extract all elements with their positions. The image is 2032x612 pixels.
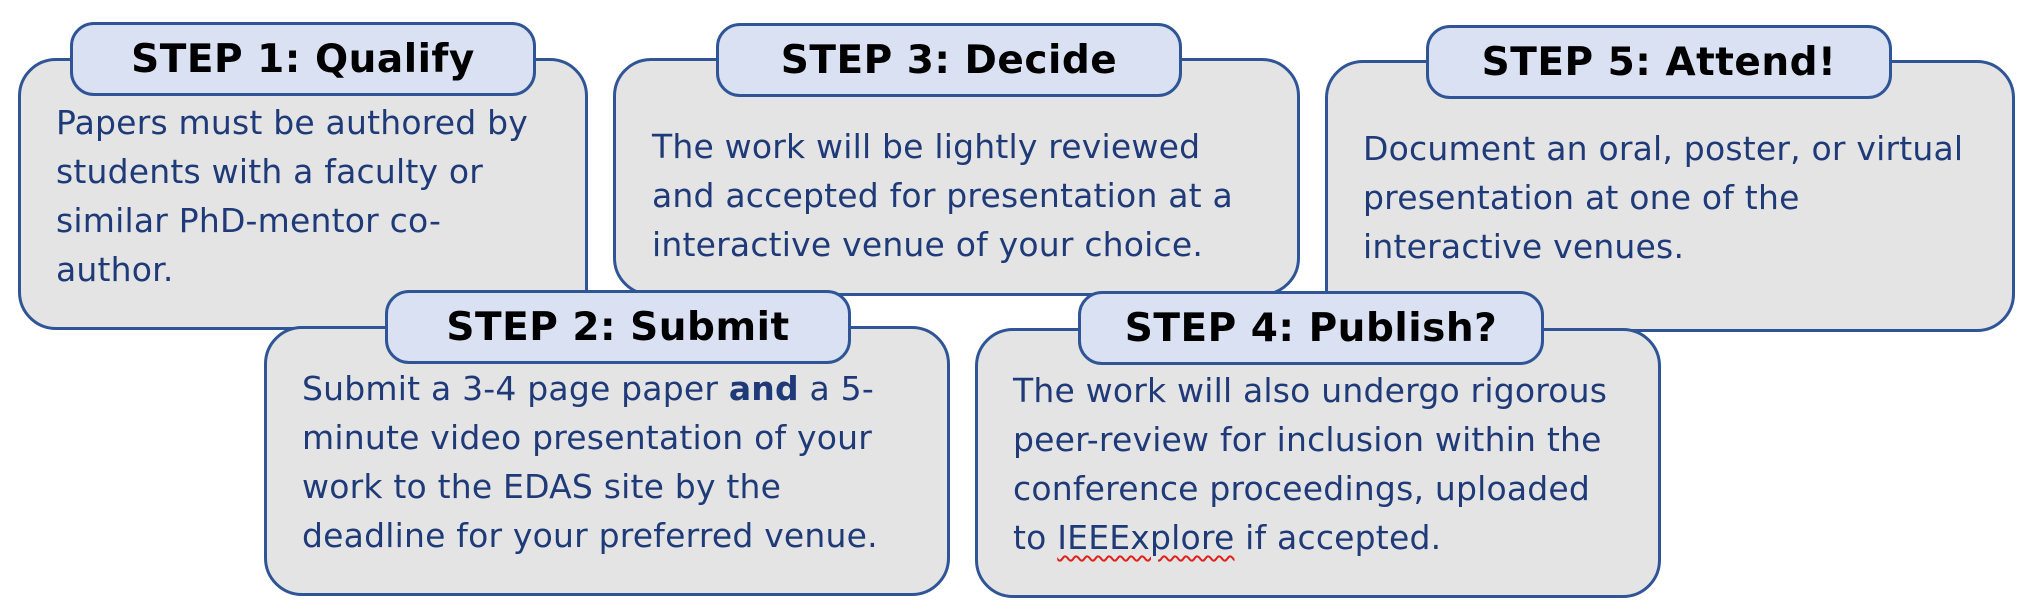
step2-card (264, 326, 950, 596)
step4-line4-pre: to (1013, 518, 1058, 557)
step2-description: Submit a 3-4 page paper and a 5- minute … (302, 364, 878, 560)
step1-line: students with a faculty or (56, 152, 484, 191)
step2-line: minute video presentation of your (302, 418, 872, 457)
ieeexplore-text: IEEExplore (1057, 518, 1235, 557)
step3-card (613, 58, 1300, 296)
step1-line: Papers must be authored by (56, 103, 529, 142)
step4-line4-post: if accepted. (1234, 518, 1442, 557)
step3-line: and accepted for presentation at a (652, 176, 1233, 215)
step5-title: STEP 5: Attend! (1426, 25, 1892, 99)
step4-line: conference proceedings, uploaded (1013, 469, 1591, 508)
step3-line: The work will be lightly reviewed (652, 127, 1201, 166)
step4-line: The work will also undergo rigorous (1013, 371, 1608, 410)
step2-line1-bold: and (728, 369, 799, 408)
step2-line: deadline for your preferred venue. (302, 516, 878, 555)
step1-line: author. (56, 250, 174, 289)
step2-line1-post: a 5- (798, 369, 874, 408)
step2-title: STEP 2: Submit (385, 290, 851, 364)
step2-line: Submit a 3-4 page paper and a 5- (302, 364, 878, 413)
step5-card (1325, 60, 2015, 332)
step2-line: work to the EDAS site by the (302, 467, 782, 506)
step4-line: peer-review for inclusion within the (1013, 420, 1602, 459)
step1-line: similar PhD-mentor co- (56, 201, 442, 240)
step5-line: Document an oral, poster, or virtual (1363, 129, 1964, 168)
step5-line: presentation at one of the (1363, 178, 1800, 217)
step4-description: The work will also undergo rigorous peer… (1013, 366, 1607, 562)
step1-card (18, 58, 588, 330)
step5-line: interactive venues. (1363, 227, 1685, 266)
step4-title: STEP 4: Publish? (1078, 291, 1544, 365)
step1-title: STEP 1: Qualify (70, 22, 536, 96)
step5-description: Document an oral, poster, or virtual pre… (1363, 124, 1963, 271)
step3-title: STEP 3: Decide (716, 23, 1182, 97)
step4-card (975, 328, 1661, 598)
step1-description: Papers must be authored by students with… (56, 98, 528, 294)
step3-line: interactive venue of your choice. (652, 225, 1204, 264)
step3-description: The work will be lightly reviewed and ac… (652, 122, 1233, 269)
step4-line: to IEEExplore if accepted. (1013, 513, 1607, 562)
step2-line1-pre: Submit a 3-4 page paper (302, 369, 729, 408)
